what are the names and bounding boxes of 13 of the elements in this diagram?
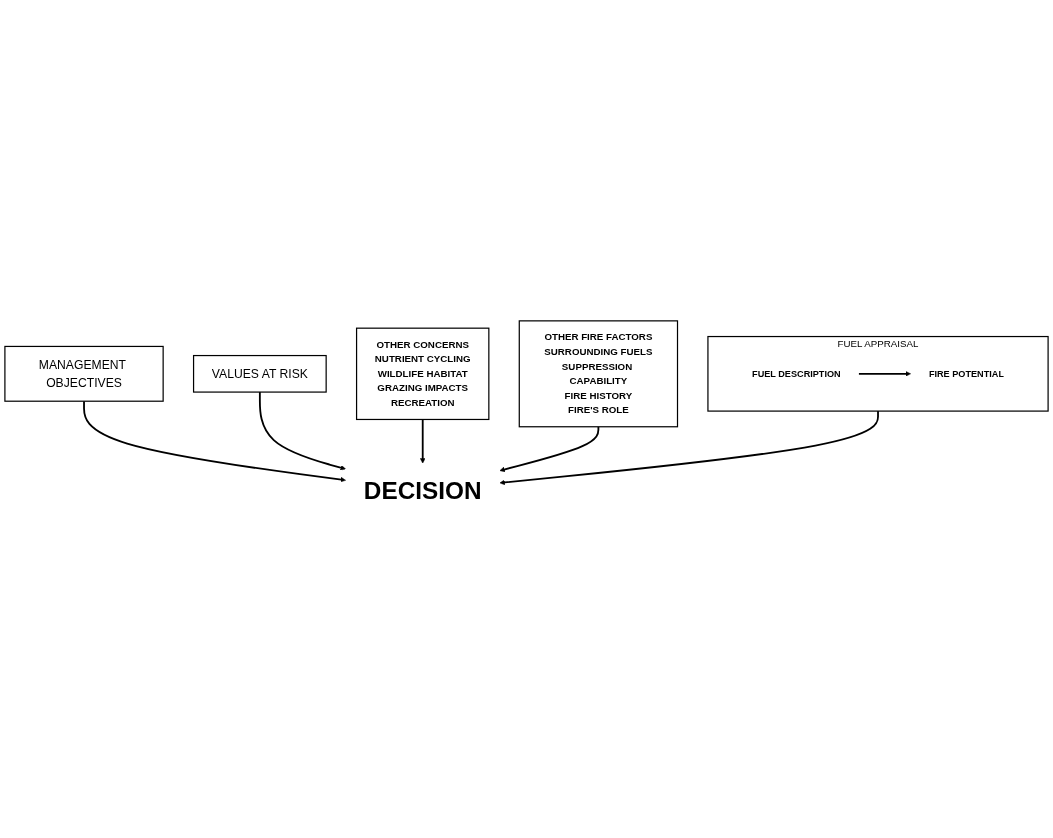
arrow [83,399,346,482]
node-text: FUEL DESCRIPTION [752,367,841,379]
node-box: MANAGEMENT OBJECTIVES [4,345,164,402]
arrow [499,425,600,472]
arrow [420,418,426,464]
arrow [858,370,911,377]
node-box: VALUES AT RISK [192,354,327,393]
node-box: OTHER CONCERNS NUTRIENT CYCLING WILDLIFE HABITAT GRAZING IMPACTS RECREATION [355,327,490,420]
node-text: FIRE POTENTIAL [928,367,1004,379]
arrow [499,409,879,485]
node-text: DECISION [363,476,482,504]
arrow [258,390,346,470]
node-box: OTHER FIRE FACTORS SURROUNDING FUELS SUPPRESSION CAPABILITY FIRE HISTORY FIRE'S ROLE [518,319,679,427]
